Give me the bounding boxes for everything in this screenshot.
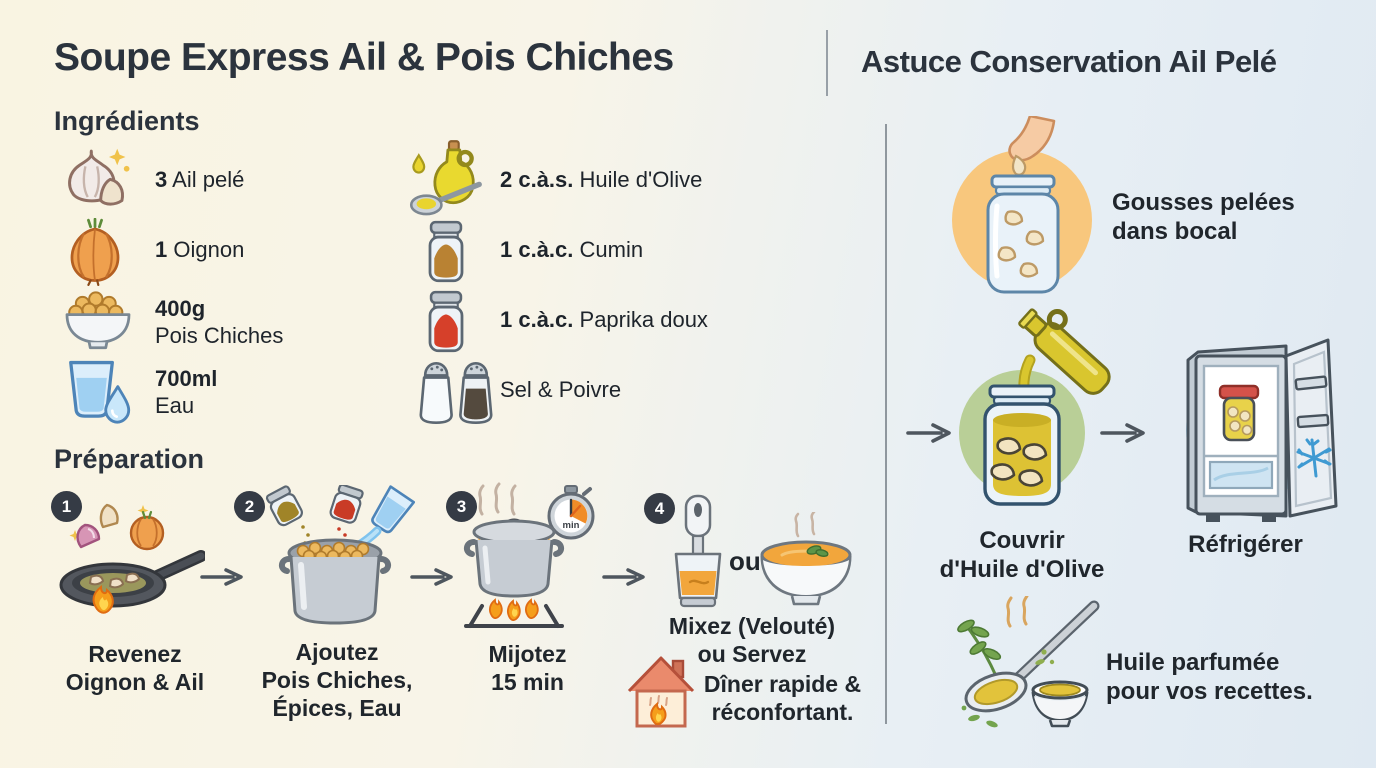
ingredient-olive-oil: 2 c.à.s. Huile d'Olive — [500, 166, 702, 193]
step-number-badge: 1 — [51, 491, 82, 522]
conservation-step-label: Huile parfumée pour vos recettes. — [1106, 649, 1313, 705]
fridge-icon — [1186, 338, 1338, 522]
snowflake-icon — [1296, 438, 1332, 478]
garlic-icon — [68, 148, 130, 206]
ingredient-onion: 1 Oignon — [155, 236, 244, 263]
ingredient-name: Pois Chiches — [155, 323, 284, 348]
immersion-blender-icon — [674, 494, 722, 608]
onion-icon — [70, 218, 120, 286]
preparation-heading: Préparation — [54, 444, 205, 474]
stored-jar-icon — [1218, 384, 1260, 442]
step-label: Revenez Oignon & Ail — [65, 641, 205, 695]
step-number-badge: 4 — [644, 493, 675, 524]
ingredient-qty: 700ml — [155, 366, 218, 391]
page-title: Soupe Express Ail & Pois Chiches — [54, 36, 674, 79]
ingredient-name: Eau — [155, 393, 195, 418]
step-label: Ajoutez Pois Chiches, Épices, Eau — [261, 639, 413, 721]
arrow-right-icon — [1100, 423, 1145, 443]
simmer-pot-timer-icon: min — [464, 482, 595, 628]
conservation-title: Astuce Conservation Ail Pelé — [861, 44, 1277, 79]
ingredient-qty: 1 c.à.c. — [500, 237, 574, 262]
ingredient-name: Cumin — [579, 237, 644, 262]
ingredient-qty: 3 — [155, 167, 168, 192]
arrow-right-icon — [200, 568, 243, 586]
ingredient-qty: 1 — [155, 237, 168, 262]
cumin-jar-icon — [428, 220, 464, 283]
ingredient-paprika: 1 c.à.c. Paprika doux — [500, 306, 708, 333]
ingredient-name: Huile d'Olive — [579, 167, 703, 192]
or-label: ou — [729, 546, 761, 576]
step-number-badge: 3 — [446, 491, 477, 522]
ingredients-heading: Ingrédients — [54, 106, 200, 136]
title-divider — [826, 30, 828, 96]
conservation-step-label: Gousses pelées dans bocal — [1112, 189, 1295, 245]
arrow-right-icon — [410, 568, 453, 586]
arrow-right-icon — [906, 423, 951, 443]
saute-pan-icon — [59, 503, 205, 614]
ingredient-salt-pepper: Sel & Poivre — [500, 376, 621, 403]
timer-unit-label: min — [563, 520, 580, 531]
chickpea-bowl-icon — [65, 291, 131, 350]
infused-oil-spoon-icon — [957, 596, 1100, 728]
water-glass-icon — [69, 360, 131, 424]
timer-icon: min — [547, 485, 595, 540]
ingredient-qty: 1 c.à.c. — [500, 307, 574, 332]
jar-garlic-hand-icon — [952, 116, 1092, 294]
ingredient-garlic: 3 Ail pelé — [155, 166, 244, 193]
ingredient-name: Oignon — [173, 237, 245, 262]
paprika-jar-icon — [428, 290, 464, 353]
house-fire-icon — [627, 656, 695, 728]
conservation-step-label: Couvrir d'Huile d'Olive — [939, 527, 1105, 583]
step-number-badge: 2 — [234, 491, 265, 522]
panel-divider — [885, 124, 887, 724]
arrow-right-icon — [602, 568, 645, 586]
closing-note: Dîner rapide & réconfortant. — [703, 671, 862, 725]
ingredient-name: Ail pelé — [172, 167, 245, 192]
olive-oil-bottle-icon — [409, 140, 482, 216]
ingredient-name: Paprika doux — [579, 307, 708, 332]
conservation-step-label: Réfrigérer — [1188, 531, 1303, 558]
step-label: Mixez (Velouté) ou Servez — [668, 613, 836, 667]
ingredient-qty: 2 c.à.s. — [500, 167, 574, 192]
ingredient-qty: 400g — [155, 296, 206, 321]
ingredient-cumin: 1 c.à.c. Cumin — [500, 236, 643, 263]
ingredient-name: Sel & Poivre — [500, 377, 622, 402]
soup-bowl-icon — [760, 512, 852, 606]
step-label: Mijotez 15 min — [488, 641, 567, 695]
pot-add-ingredients-icon — [265, 485, 415, 625]
pour-oil-into-jar-icon — [959, 308, 1111, 506]
salt-pepper-icon — [419, 361, 493, 425]
